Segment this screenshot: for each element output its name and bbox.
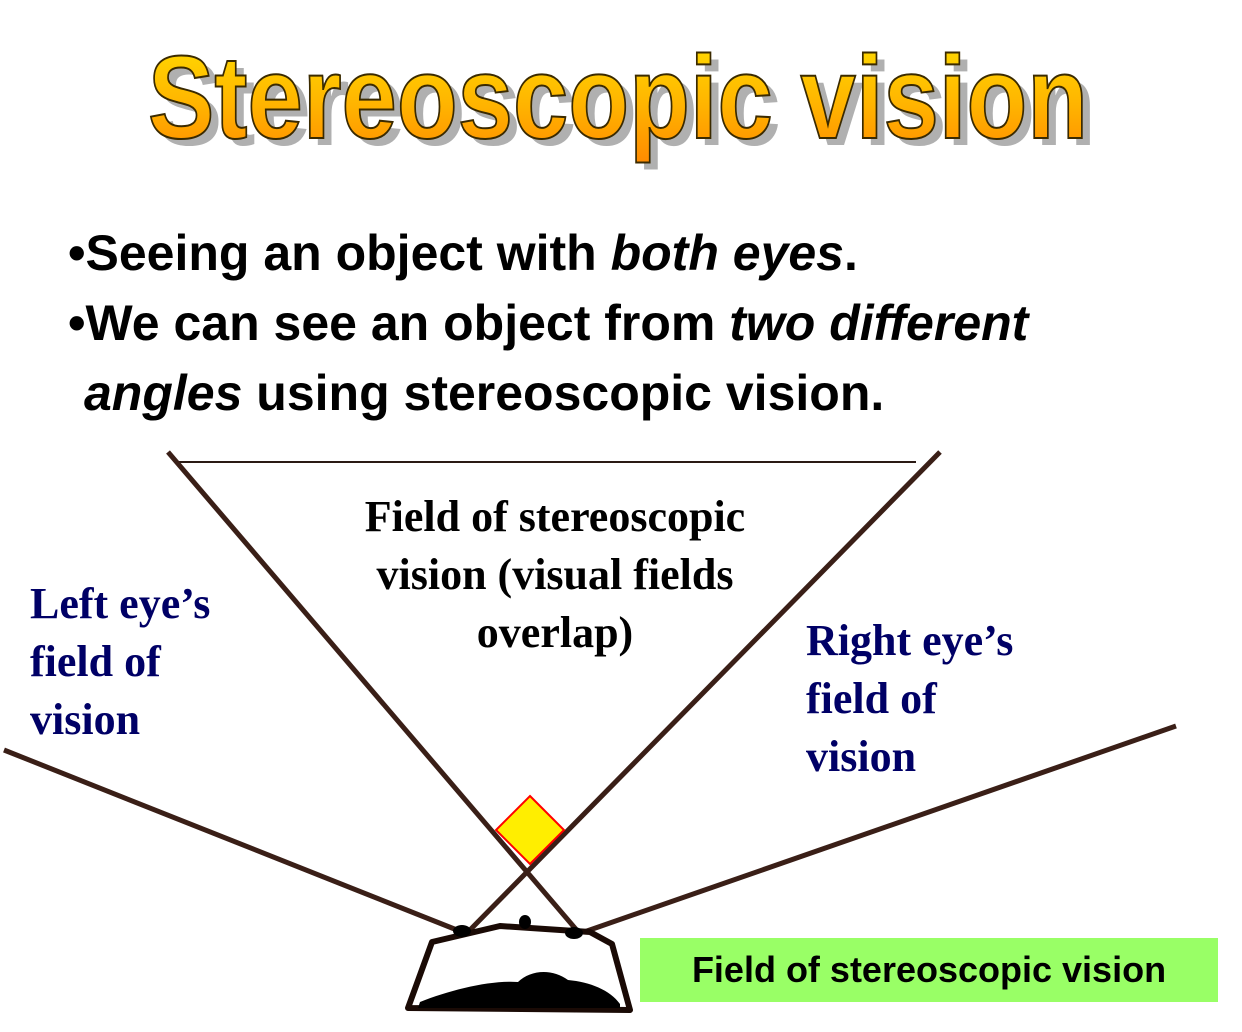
right-eye-field-label: Right eye’s field of vision bbox=[806, 612, 1106, 786]
label-line: vision bbox=[30, 695, 141, 744]
bullet-text-emphasis: two different bbox=[729, 295, 1029, 351]
label-line: vision bbox=[806, 732, 917, 781]
label-line: Right eye’s bbox=[806, 616, 1014, 665]
right-eye-icon bbox=[565, 927, 583, 939]
title-banner: Stereoscopic vision Stereoscopic vision bbox=[147, 31, 1096, 171]
bullet-marker: • bbox=[68, 225, 86, 281]
legend-badge: Field of stereoscopic vision bbox=[640, 938, 1218, 1002]
label-line: field of bbox=[806, 674, 937, 723]
object-diamond-icon bbox=[494, 794, 566, 866]
bullet-text: using stereoscopic vision. bbox=[242, 365, 885, 421]
bullet-item: •Seeing an object with both eyes. bbox=[68, 218, 1228, 288]
label-line: Field of stereoscopic bbox=[364, 492, 746, 541]
label-line: vision (visual fields bbox=[376, 550, 734, 599]
left-eye-inner-line bbox=[166, 450, 582, 936]
bullet-text: . bbox=[844, 225, 858, 281]
bullet-text-emphasis: angles bbox=[84, 365, 243, 421]
viewer-head-icon bbox=[405, 915, 633, 1013]
bullet-item: •We can see an object from two different bbox=[68, 288, 1228, 358]
right-eye-inner-line bbox=[464, 450, 942, 936]
label-line: field of bbox=[30, 637, 161, 686]
nose-icon bbox=[519, 915, 531, 929]
bullet-list: •Seeing an object with both eyes. •We ca… bbox=[68, 218, 1228, 428]
left-eye-field-label: Left eye’s field of vision bbox=[30, 575, 290, 749]
bullet-text-emphasis: both eyes bbox=[610, 225, 844, 281]
bullet-item-continuation: angles using stereoscopic vision. bbox=[68, 358, 1228, 428]
bullet-text: We can see an object from bbox=[85, 295, 730, 351]
right-eye-outer-line bbox=[583, 723, 1177, 935]
bullet-marker: • bbox=[68, 295, 86, 351]
left-eye-outer-line bbox=[3, 747, 463, 935]
stereoscopic-field-label: Field of stereoscopic vision (visual fie… bbox=[300, 488, 810, 662]
page-title-shadow: Stereoscopic vision bbox=[156, 39, 1096, 171]
page-title: Stereoscopic vision bbox=[148, 32, 1088, 164]
label-line: overlap) bbox=[476, 608, 634, 657]
label-line: Left eye’s bbox=[30, 579, 211, 628]
left-eye-icon bbox=[453, 925, 471, 937]
bullet-text: Seeing an object with bbox=[85, 225, 611, 281]
